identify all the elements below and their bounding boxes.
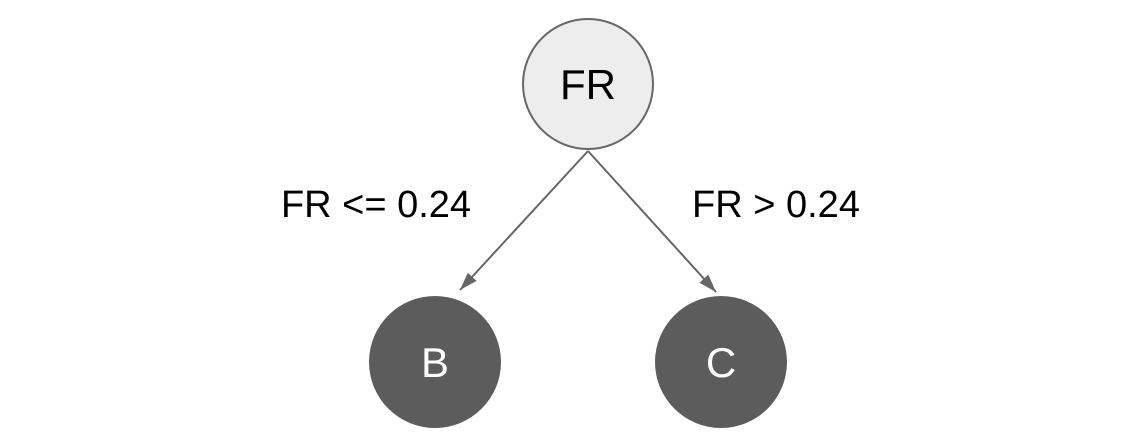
node-b-label: B	[421, 339, 449, 386]
node-c-circle	[655, 296, 787, 428]
edge-label-left: FR <= 0.24	[281, 184, 471, 226]
edge-fr-to-c	[587, 150, 717, 293]
node-b-circle	[369, 296, 501, 428]
edge-label-right: FR > 0.24	[692, 184, 860, 226]
edge-fr-to-b	[459, 150, 589, 291]
node-root-label: FR	[560, 61, 616, 108]
node-c-label: C	[706, 339, 736, 386]
node-root-circle	[522, 18, 654, 150]
